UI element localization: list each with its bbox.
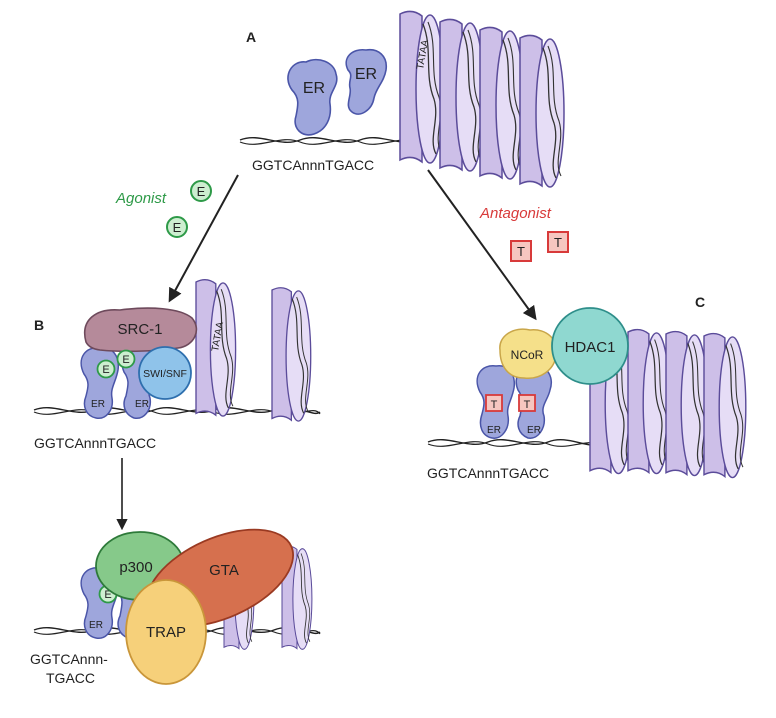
dna-strand-c bbox=[427, 438, 606, 447]
nucleosome-b2 bbox=[271, 287, 312, 422]
sequence-label-d-line1: GGTCAnnn- bbox=[30, 651, 108, 667]
tata-box-label-a: TATAA bbox=[415, 39, 431, 71]
svg-text:E: E bbox=[102, 364, 109, 376]
hdac1-enzyme: HDAC1 bbox=[551, 307, 629, 385]
antagonist-label: Antagonist bbox=[479, 205, 552, 222]
er-label-a-right: ER bbox=[355, 66, 377, 83]
ncor-label: NCoR bbox=[511, 348, 544, 362]
hdac1-label: HDAC1 bbox=[565, 339, 616, 356]
tamoxifen-bound-c2: T bbox=[518, 394, 536, 412]
er-dimer-c: ER ER bbox=[476, 365, 552, 439]
nucleosome-a1 bbox=[399, 10, 445, 164]
tamoxifen-bound-c1: T bbox=[485, 394, 503, 412]
estrogen-bound-b1: E bbox=[96, 359, 116, 379]
trap-label: TRAP bbox=[146, 624, 186, 641]
er-label-b-right: ER bbox=[135, 399, 149, 410]
sequence-label-c: GGTCAnnnTGACC bbox=[427, 465, 549, 481]
er-protein-a-left: ER bbox=[287, 58, 338, 136]
estrogen-ligand-2: E bbox=[166, 216, 188, 238]
er-label-d: ER bbox=[89, 620, 103, 631]
panel-b-label: B bbox=[34, 317, 44, 333]
nucleosome-a4 bbox=[519, 34, 565, 188]
swi-snf-complex: SWI/SNF bbox=[138, 346, 192, 400]
nucleosome-c4 bbox=[703, 332, 747, 479]
nucleosome-c2 bbox=[627, 328, 671, 475]
nucleosome-a3 bbox=[479, 26, 525, 180]
agonist-arrow bbox=[168, 174, 239, 303]
svg-text:E: E bbox=[173, 220, 182, 235]
src1-label: SRC-1 bbox=[117, 321, 162, 338]
ncor-corepressor: NCoR bbox=[499, 328, 558, 379]
svg-text:E: E bbox=[197, 184, 206, 199]
tamoxifen-ligand-1: T bbox=[510, 240, 532, 262]
nucleosome-c3 bbox=[665, 330, 709, 477]
estrogen-ligand-1: E bbox=[190, 180, 212, 202]
trap-complex: TRAP bbox=[125, 579, 207, 685]
sequence-label-b: GGTCAnnnTGACC bbox=[34, 435, 156, 451]
er-label-c-left: ER bbox=[487, 425, 501, 436]
p300-label: p300 bbox=[119, 559, 152, 576]
er-dimer-a: ER ER bbox=[287, 48, 388, 136]
nucleosome-array-a bbox=[399, 10, 565, 188]
estrogen-bound-b2: E bbox=[116, 349, 136, 369]
tata-box-label-b: TATAA bbox=[210, 321, 226, 353]
er-label-c-right: ER bbox=[527, 425, 541, 436]
svg-text:T: T bbox=[491, 399, 498, 411]
dna-strand-a bbox=[239, 136, 421, 145]
agonist-label: Agonist bbox=[115, 190, 167, 207]
svg-text:T: T bbox=[517, 244, 525, 259]
panel-a-label: A bbox=[246, 29, 256, 45]
svg-text:T: T bbox=[524, 399, 531, 411]
svg-text:E: E bbox=[104, 589, 111, 601]
panel-c-label: C bbox=[695, 294, 705, 310]
svg-text:T: T bbox=[554, 235, 562, 250]
src1-coactivator: SRC-1 bbox=[83, 307, 198, 353]
gta-label: GTA bbox=[209, 562, 239, 579]
er-protein-a-right: ER bbox=[345, 48, 388, 115]
antagonist-arrow bbox=[427, 169, 537, 321]
tamoxifen-ligand-2: T bbox=[547, 231, 569, 253]
er-label-a-left: ER bbox=[303, 80, 325, 97]
svg-text:E: E bbox=[122, 354, 129, 366]
sequence-label-d-line2: TGACC bbox=[46, 670, 95, 686]
er-label-b-left: ER bbox=[91, 399, 105, 410]
sequence-label-a: GGTCAnnnTGACC bbox=[252, 157, 374, 173]
swi-snf-label: SWI/SNF bbox=[143, 368, 187, 380]
nucleosome-a2 bbox=[439, 18, 485, 172]
